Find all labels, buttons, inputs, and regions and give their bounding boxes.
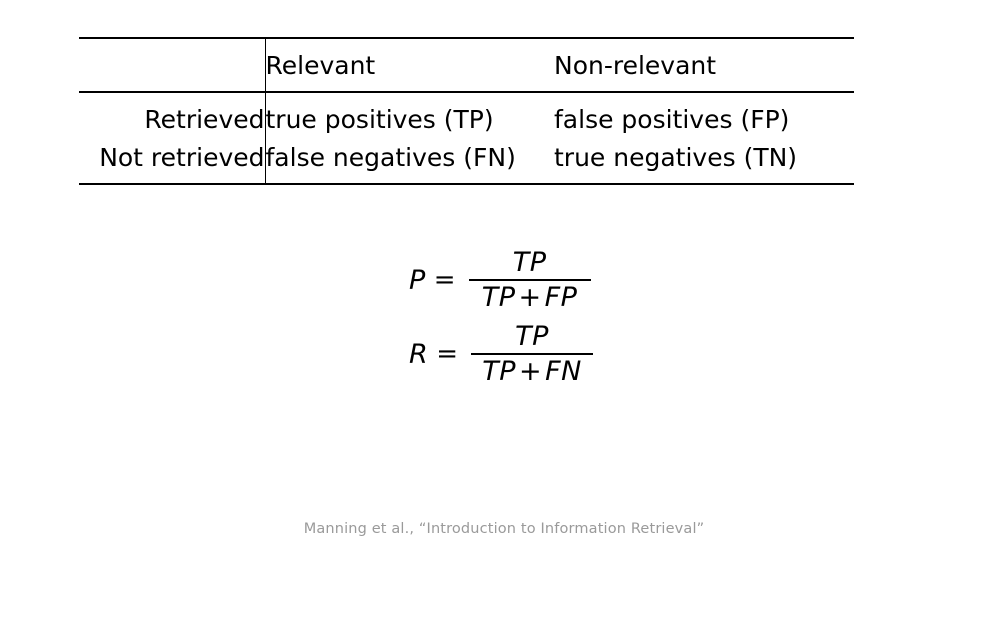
table-middle-rule — [79, 91, 854, 93]
column-header-relevant: Relevant — [264, 39, 554, 91]
formula-recall: R = TP TP+FN — [0, 317, 1008, 391]
recall-equals-sign: = — [436, 339, 459, 369]
column-header-non-relevant: Non-relevant — [554, 50, 717, 80]
confusion-matrix-table: Relevant Non-relevant — [79, 39, 854, 91]
formula-precision: P = TP TP+FP — [0, 243, 1008, 317]
table-row: Not retrieved false negatives (FN) true … — [79, 138, 854, 183]
precision-fraction-bar — [468, 279, 591, 281]
formula-block: P = TP TP+FP R = TP TP+FN — [0, 243, 1008, 391]
row-header-not-retrieved: Not retrieved — [99, 142, 265, 172]
precision-denominator-operator: + — [518, 281, 542, 313]
recall-denominator: TP+FN — [478, 355, 586, 386]
precision-equals-sign: = — [433, 265, 456, 295]
precision-denominator-right: FP — [544, 281, 578, 313]
table-bottom-rule — [79, 183, 854, 185]
table-header-row: Relevant Non-relevant — [79, 39, 854, 91]
matrix-corner-cell — [79, 39, 265, 91]
precision-denominator: TP+FP — [478, 281, 582, 312]
cell-false-negatives: false negatives (FN) — [264, 138, 554, 183]
recall-denominator-right: FN — [545, 355, 582, 387]
source-citation: Manning et al., “Introduction to Informa… — [303, 521, 705, 537]
recall-symbol: R — [409, 338, 429, 370]
cell-false-positives: false positives (FP) — [554, 104, 790, 134]
cell-true-positives: true positives (TP) — [264, 93, 554, 138]
cell-true-negatives: true negatives (TN) — [554, 142, 798, 172]
recall-fraction: TP TP+FN — [471, 321, 594, 386]
row-header-retrieved: Retrieved — [144, 104, 265, 134]
table-top-rule — [79, 37, 854, 39]
confusion-matrix-body: Retrieved true positives (TP) false posi… — [79, 93, 854, 183]
confusion-matrix: Relevant Non-relevant Retrieved true pos… — [79, 37, 854, 185]
precision-denominator-left: TP — [481, 281, 516, 313]
precision-symbol: P — [409, 264, 426, 296]
recall-fraction-bar — [471, 353, 594, 355]
recall-numerator: TP — [515, 321, 549, 353]
table-row: Retrieved true positives (TP) false posi… — [79, 93, 854, 138]
precision-fraction: TP TP+FP — [468, 247, 591, 312]
recall-denominator-operator: + — [519, 355, 543, 387]
recall-denominator-left: TP — [482, 355, 517, 387]
precision-numerator: TP — [512, 247, 547, 279]
